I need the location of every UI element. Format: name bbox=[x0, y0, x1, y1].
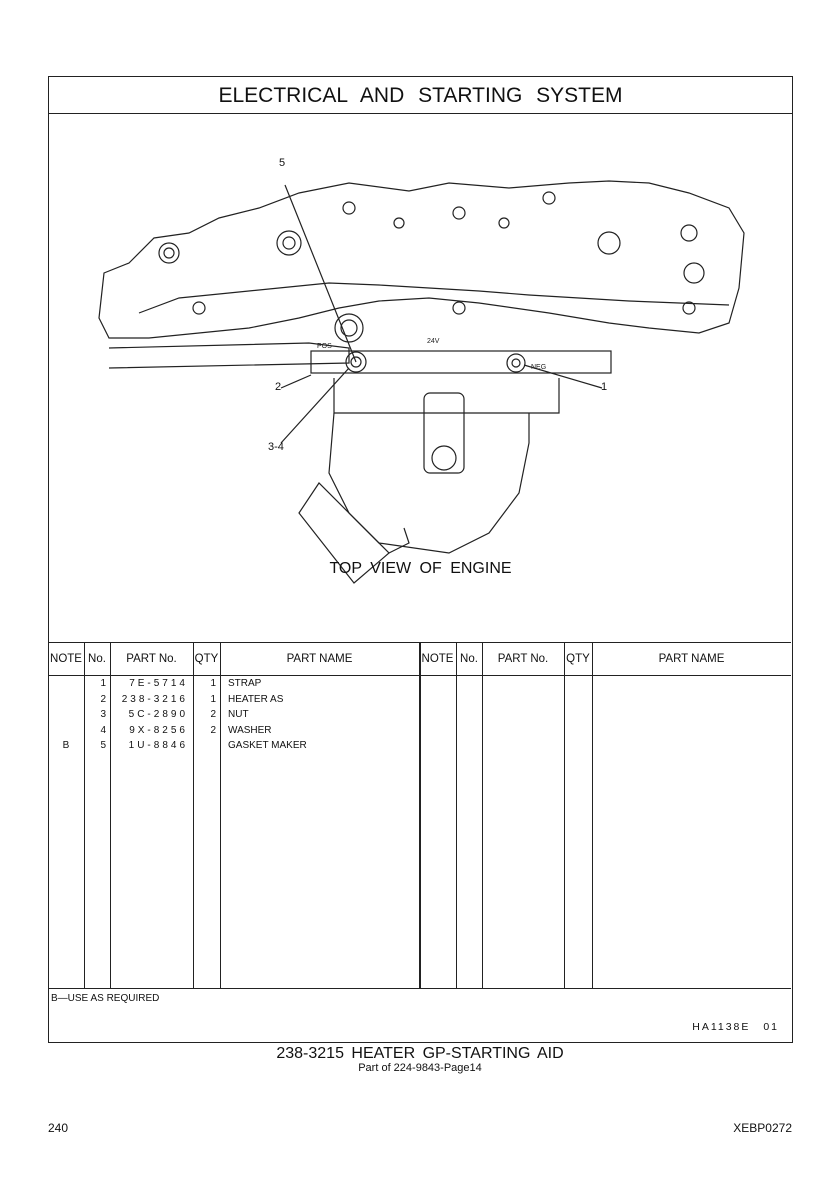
row-part-no: 9X-8256 bbox=[129, 724, 188, 736]
row-no: 2 bbox=[100, 693, 106, 705]
callout-1: 1 bbox=[601, 381, 608, 393]
divider bbox=[482, 642, 483, 988]
table-row: 4 9X-8256 2 WASHER bbox=[48, 723, 791, 739]
header-qty: QTY bbox=[194, 653, 219, 665]
view-label: TOP VIEW OF ENGINE bbox=[329, 560, 512, 577]
header-no-2: No. bbox=[460, 653, 478, 665]
document-id: XEBP0272 bbox=[733, 1121, 792, 1135]
divider bbox=[84, 642, 85, 988]
divider bbox=[592, 642, 593, 988]
table-row: B 5 1U-8846 GASKET MAKER bbox=[48, 738, 791, 754]
header-note: NOTE bbox=[50, 653, 82, 665]
row-no: 5 bbox=[100, 740, 106, 752]
page-number: 240 bbox=[48, 1121, 69, 1135]
row-part-name: GASKET MAKER bbox=[228, 740, 307, 752]
header-qty-2: QTY bbox=[566, 653, 590, 665]
row-part-name: HEATER AS bbox=[228, 693, 284, 705]
table-row: 1 7E-5714 1 STRAP bbox=[48, 676, 791, 692]
pos-marking: POS bbox=[317, 343, 332, 350]
header-part-name-2: PART NAME bbox=[658, 653, 725, 665]
row-part-no: 7E-5714 bbox=[129, 678, 188, 689]
manifold-drawing: POS 24V NEG bbox=[98, 180, 745, 584]
header-part-no: PART No. bbox=[126, 653, 177, 665]
row-no: 3 bbox=[100, 709, 106, 721]
divider bbox=[193, 642, 194, 988]
row-qty: 2 bbox=[210, 709, 216, 721]
table-body: 1 7E-5714 1 STRAP 2 238-3216 1 HEATER AS… bbox=[48, 676, 791, 754]
page-title: ELECTRICAL AND STARTING SYSTEM bbox=[49, 77, 792, 114]
row-part-no: 238-3216 bbox=[121, 693, 188, 705]
row-part-name: NUT bbox=[228, 709, 249, 721]
row-qty: 1 bbox=[210, 693, 216, 705]
header-note-2: NOTE bbox=[421, 653, 454, 665]
neg-marking: NEG bbox=[531, 364, 546, 371]
row-part-no: 1U-8846 bbox=[128, 740, 188, 752]
group-subcaption: Part of 224-9843-Page14 bbox=[358, 1062, 482, 1074]
row-part-name: WASHER bbox=[228, 724, 272, 736]
voltage-marking: 24V bbox=[427, 338, 440, 345]
illustration-ref: HA1138E 01 bbox=[692, 1021, 779, 1033]
callout-3-4: 3-4 bbox=[268, 441, 284, 453]
row-part-name: STRAP bbox=[228, 678, 262, 689]
row-part-no: 5C-2890 bbox=[128, 709, 188, 721]
parts-table: NOTE No. PART No. QTY PART NAME NOTE No.… bbox=[48, 76, 791, 1041]
row-note: B bbox=[62, 740, 70, 752]
engine-illustration: POS 24V NEG 5 2 3-4 1 TOP VIEW OF ENGINE bbox=[49, 113, 792, 643]
row-qty: 2 bbox=[210, 724, 216, 736]
callout-5: 5 bbox=[279, 157, 286, 169]
parts-page-frame: ELECTRICAL AND STARTING SYSTEM bbox=[48, 76, 793, 1043]
notes-section: B—USE AS REQUIRED HA1138E 01 bbox=[48, 988, 791, 1042]
row-no: 4 bbox=[100, 724, 106, 736]
header-part-name: PART NAME bbox=[286, 653, 353, 665]
table-row: 2 238-3216 1 HEATER AS bbox=[48, 692, 791, 708]
divider bbox=[564, 642, 565, 988]
divider bbox=[220, 642, 221, 988]
note-b: B—USE AS REQUIRED bbox=[51, 993, 160, 1004]
group-caption: 238-3215 HEATER GP-STARTING AID bbox=[276, 1045, 564, 1062]
divider bbox=[456, 642, 457, 988]
row-qty: 1 bbox=[210, 678, 216, 689]
header-part-no-2: PART No. bbox=[497, 653, 549, 665]
table-row: 3 5C-2890 2 NUT bbox=[48, 707, 791, 723]
row-no: 1 bbox=[100, 678, 106, 689]
header-no: No. bbox=[88, 653, 106, 665]
divider bbox=[110, 642, 111, 988]
callout-2: 2 bbox=[275, 381, 282, 393]
divider bbox=[419, 642, 421, 988]
